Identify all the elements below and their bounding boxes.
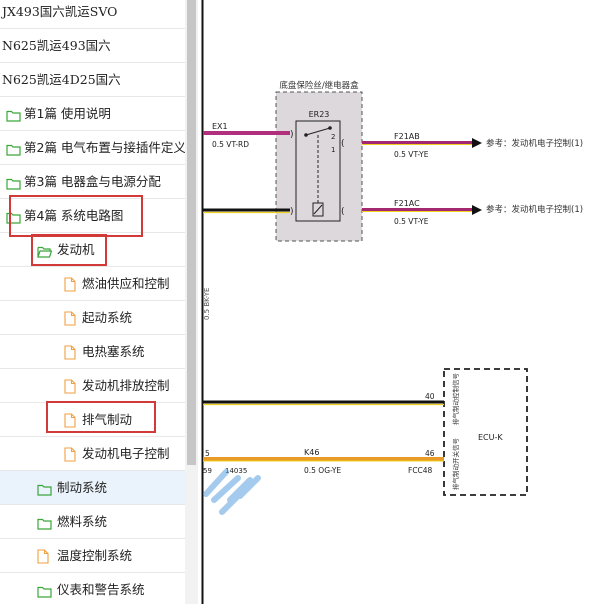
tree-item-10[interactable]: 起动系统 <box>0 301 185 335</box>
tree-item-label: 第4篇 系统电路图 <box>24 208 124 223</box>
tree-item-5[interactable]: 第2篇 电气布置与接插件定义 <box>0 131 185 165</box>
document-icon <box>37 549 49 568</box>
fuse-box-title: 底盘保险丝/继电器盒 <box>279 80 359 91</box>
highlight-box-exhaust-brake <box>46 401 156 433</box>
highlight-box-section-4 <box>9 195 143 237</box>
tree-item-11[interactable]: 电热塞系统 <box>0 335 185 369</box>
relay-outline <box>295 120 341 222</box>
arrow-f21ac <box>472 205 482 215</box>
connector-fcc48: FCC48 <box>408 466 433 475</box>
tree-item-label: 燃料系统 <box>57 514 108 529</box>
wire-k46-name: K46 <box>304 448 319 457</box>
tree-item-7[interactable]: 第4篇 系统电路图 <box>0 199 185 233</box>
ecu-k-box <box>443 368 528 496</box>
reference-f21ac[interactable]: 参考：发动机电子控制(1) <box>486 204 583 215</box>
connector-left-symbol-2: ) <box>290 207 294 217</box>
tree-item-12[interactable]: 发动机排放控制 <box>0 369 185 403</box>
document-icon <box>64 447 76 466</box>
tree-item-17[interactable]: 温度控制系统 <box>0 539 185 573</box>
tree-item-label: 起动系统 <box>82 310 133 325</box>
tree-item-6[interactable]: 第3篇 电器盒与电源分配 <box>0 165 185 199</box>
ecu-label: ECU-K <box>478 433 503 442</box>
document-icon <box>64 379 76 398</box>
tree-item-8[interactable]: 发动机 <box>0 233 185 267</box>
tree-item-label: 发动机电子控制 <box>82 446 170 461</box>
tree-item-label: 发动机 <box>57 242 95 257</box>
ecu-signal-top: 排气制动控制信号 <box>451 373 460 426</box>
tree-item-label: 燃油供应和控制 <box>82 276 170 291</box>
connector-14035: 14035 <box>225 467 247 475</box>
reference-f21ab[interactable]: 参考：发动机电子控制(1) <box>486 138 583 149</box>
folder-icon <box>37 515 52 534</box>
tree-item-3[interactable]: N625凯运4D25国六 <box>0 63 185 97</box>
document-icon <box>64 413 76 432</box>
document-icon <box>64 345 76 364</box>
connector-59: 59 <box>203 467 212 475</box>
wire-f21ac-spec: 0.5 VT-YE <box>394 217 429 226</box>
folder-icon <box>37 583 52 602</box>
tree-item-label: 制动系统 <box>57 480 108 495</box>
relay-coil <box>312 202 324 217</box>
connector-right-symbol-1: ( <box>341 139 345 149</box>
tree-item-9[interactable]: 燃油供应和控制 <box>0 267 185 301</box>
wire-f21ab-spec: 0.5 VT-YE <box>394 150 429 159</box>
folder-icon <box>37 481 52 500</box>
tree-item-label: 第1篇 使用说明 <box>24 106 111 121</box>
wire-ex1-name: EX1 <box>212 122 228 131</box>
ecu-pin-40: 40 <box>425 392 435 401</box>
ecu-signal-bottom: 排气制动开关信号 <box>451 438 460 491</box>
tree-item-label: N625凯运4D25国六 <box>2 72 121 87</box>
tree-item-13[interactable]: 排气制动 <box>0 403 185 437</box>
folder-icon <box>6 209 21 228</box>
relay-pin-1: 1 <box>331 146 335 154</box>
sidebar-scrollbar-thumb[interactable] <box>187 0 196 465</box>
wire-f21ac-name: F21AC <box>394 199 420 208</box>
navigation-tree: JX493国六凯运SVO N625凯运493国六 N625凯运4D25国六第1篇 使… <box>0 0 185 604</box>
tree-item-label: 第2篇 电气布置与接插件定义 <box>24 140 185 155</box>
watermark-fragment <box>203 469 261 515</box>
tree-item-label: 电热塞系统 <box>82 344 145 359</box>
folder-icon <box>6 107 21 126</box>
relay-label: ER23 <box>309 110 330 119</box>
tree-item-label: 发动机排放控制 <box>82 378 170 393</box>
tree-item-label: N625凯运493国六 <box>2 38 111 53</box>
wire-ex1-spec: 0.5 VT-RD <box>212 140 249 149</box>
tree-item-14[interactable]: 发动机电子控制 <box>0 437 185 471</box>
arrow-f21ab <box>472 138 482 148</box>
wire-f21ab-name: F21AB <box>394 132 420 141</box>
folder-icon <box>6 175 21 194</box>
vertical-wire-spec: 0.5 BK-YE <box>203 288 211 320</box>
k46-left-pin: 5 <box>205 449 210 458</box>
tree-item-4[interactable]: 第1篇 使用说明 <box>0 97 185 131</box>
tree-item-1[interactable]: JX493国六凯运SVO <box>0 0 185 29</box>
tree-item-label: JX493国六凯运SVO <box>2 4 118 19</box>
folder-icon <box>6 141 21 160</box>
wiring-diagram: 底盘保险丝/继电器盒 ER23 2 1 ) ) ( ( EX1 0.5 VT-R… <box>201 0 583 604</box>
connector-right-symbol-2: ( <box>341 207 345 217</box>
connector-left-symbol-1: ) <box>290 130 294 140</box>
relay-pin-2: 2 <box>331 133 335 141</box>
tree-item-15[interactable]: 制动系统 <box>0 471 185 505</box>
tree-item-label: 温度控制系统 <box>57 548 133 563</box>
tree-item-16[interactable]: 燃料系统 <box>0 505 185 539</box>
tree-item-label: 仪表和警告系统 <box>57 582 145 597</box>
tree-item-label: 第3篇 电器盒与电源分配 <box>24 174 161 189</box>
tree-item-2[interactable]: N625凯运493国六 <box>0 29 185 63</box>
document-icon <box>64 311 76 330</box>
document-icon <box>64 277 76 296</box>
wire-k46-spec: 0.5 OG-YE <box>304 466 341 475</box>
highlight-box-engine <box>31 234 107 266</box>
folder-open-icon <box>37 243 53 262</box>
ecu-pin-46: 46 <box>425 449 435 458</box>
tree-item-18[interactable]: 仪表和警告系统 <box>0 573 185 604</box>
tree-item-label: 排气制动 <box>82 412 133 427</box>
relay-switch-contact <box>305 127 331 136</box>
